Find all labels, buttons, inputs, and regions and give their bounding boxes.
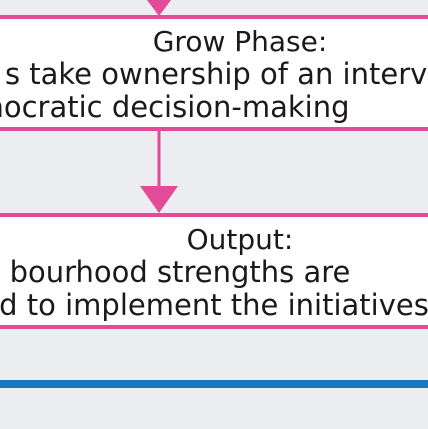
output-title: Output: xyxy=(186,223,294,256)
output-box: Output: bourhood strengths are d to impl… xyxy=(0,213,428,329)
top-arrowhead xyxy=(147,0,171,16)
output-line-2: d to implement the initiatives xyxy=(0,288,428,322)
grow-phase-line-2: nocratic decision-making xyxy=(0,90,350,124)
grow-phase-title: Grow Phase: xyxy=(152,25,328,58)
grow-phase-line-1: s take ownership of an interver xyxy=(4,57,428,91)
output-line-1: bourhood strengths are xyxy=(9,255,351,289)
grow-phase-box: Grow Phase: s take ownership of an inter… xyxy=(0,15,428,131)
blue-divider-rule xyxy=(0,380,428,388)
connector-arrowhead xyxy=(140,186,178,213)
